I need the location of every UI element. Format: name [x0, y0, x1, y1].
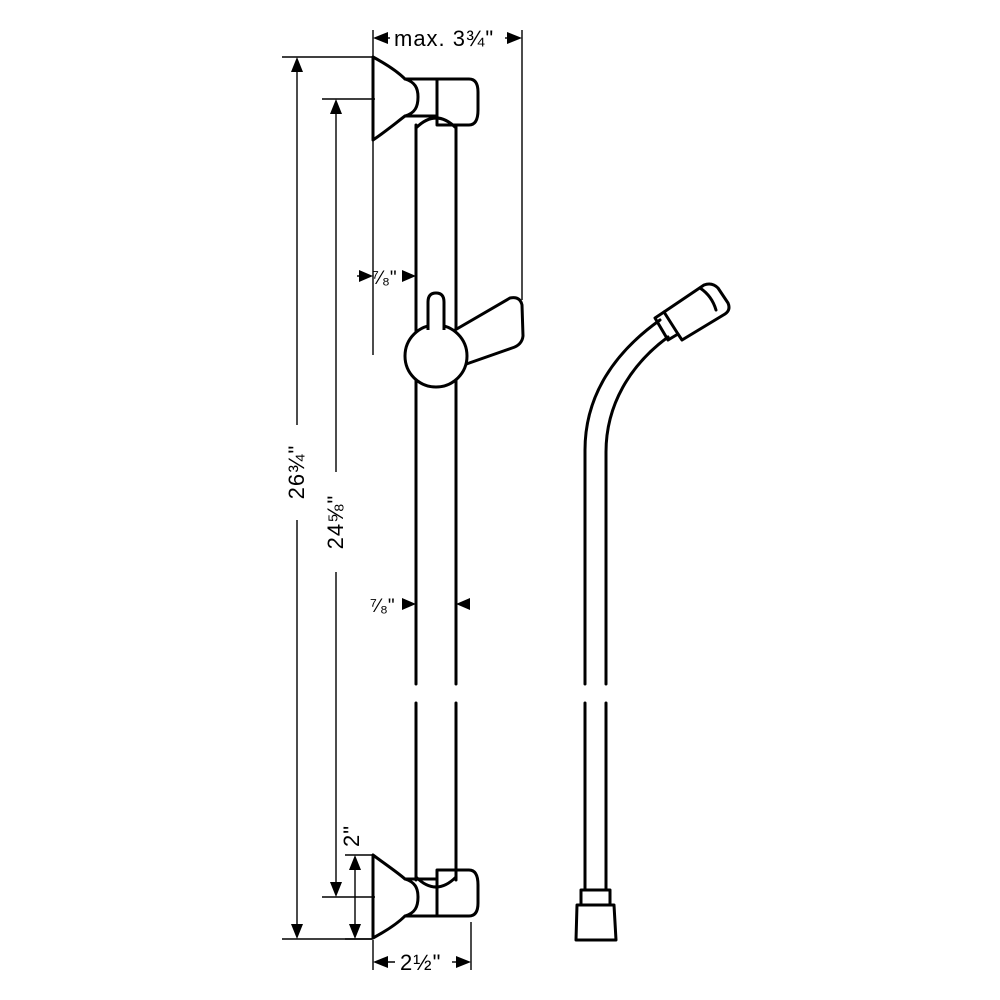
- top-wall-bracket: [371, 55, 480, 142]
- dimension-bar-diameter: [402, 598, 470, 610]
- dimension-total-height: [282, 56, 372, 940]
- label-bracket-width: 2½": [400, 950, 441, 975]
- dimension-bracket-width: [372, 922, 472, 970]
- label-mount-spacing: 24⅝": [323, 495, 348, 550]
- label-max-depth: max. 3¾": [394, 26, 494, 51]
- dimension-max-depth: [372, 30, 523, 300]
- slide-bar: [414, 116, 458, 889]
- slider-assembly: [403, 291, 525, 389]
- label-total-height: 26¾": [284, 445, 309, 500]
- dimension-bar-offset: [357, 140, 417, 355]
- label-bar-offset: ⁷⁄₈": [372, 268, 397, 289]
- bottom-wall-bracket: [371, 853, 480, 940]
- dimension-mount-spacing: [322, 98, 375, 898]
- label-bracket-height: 2": [339, 825, 364, 847]
- label-bar-diameter: ⁷⁄₈": [370, 596, 395, 617]
- dimension-bracket-height: [345, 854, 373, 940]
- shower-hose: [574, 282, 731, 942]
